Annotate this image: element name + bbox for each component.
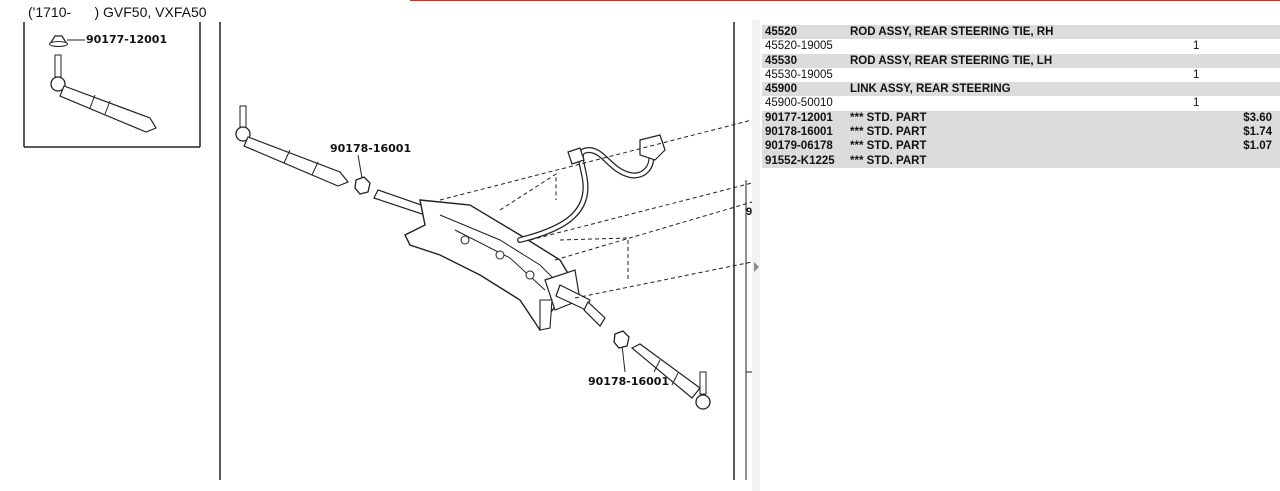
left-nut-callout: 90178-16001 xyxy=(330,142,411,155)
part-number: 90179-06178 xyxy=(765,140,833,153)
expand-arrow-icon[interactable] xyxy=(754,262,759,272)
part-number-row[interactable]: 45520-19005 1 xyxy=(762,39,1280,54)
inset-tie-rod xyxy=(50,54,157,133)
part-group-row[interactable]: 91552-K1225 *** STD. PART xyxy=(762,153,1280,168)
top-accent-line xyxy=(410,0,1280,1)
part-number-row[interactable]: 45900-50010 1 xyxy=(762,96,1280,111)
part-quantity: 1 xyxy=(1193,40,1200,53)
panel-divider[interactable] xyxy=(752,20,760,491)
part-description: *** STD. PART xyxy=(850,111,927,124)
part-number: 90177-12001 xyxy=(765,111,833,124)
part-quantity: 1 xyxy=(1193,68,1200,81)
part-group-row[interactable]: 90178-16001 *** STD. PART $1.74 xyxy=(762,125,1280,140)
part-description: *** STD. PART xyxy=(850,126,927,139)
right-nut xyxy=(613,330,630,349)
part-description: *** STD. PART xyxy=(850,140,927,153)
part-description: ROD ASSY, REAR STEERING TIE, RH xyxy=(850,26,1054,38)
page-title: ('1710- ) GVF50, VXFA50 xyxy=(28,4,207,20)
part-description: LINK ASSY, REAR STEERING xyxy=(850,83,1011,96)
steering-gear-body xyxy=(404,199,581,332)
part-group-row[interactable]: 45530 ROD ASSY, REAR STEERING TIE, LH xyxy=(762,53,1280,68)
parts-diagram: 90177-12001 90178-16001 xyxy=(23,22,753,480)
right-tie-rod xyxy=(630,343,711,410)
part-number: 91552-K1225 xyxy=(765,154,835,167)
part-price: $1.74 xyxy=(1243,126,1272,139)
wire-harness xyxy=(517,134,666,243)
part-description: ROD ASSY, REAR STEERING TIE, LH xyxy=(850,54,1053,67)
part-group-row[interactable]: 45520 ROD ASSY, REAR STEERING TIE, RH xyxy=(762,25,1280,40)
leader-lines xyxy=(439,119,753,299)
part-number-row[interactable]: 45530-19005 1 xyxy=(762,67,1280,83)
part-quantity: 1 xyxy=(1193,97,1200,110)
inset-cap-part xyxy=(48,35,69,47)
part-number: 45520-19005 xyxy=(765,40,833,53)
right-nut-callout: 90178-16001 xyxy=(588,375,669,388)
part-number: 90178-16001 xyxy=(765,126,833,139)
part-number: 45530 xyxy=(765,54,797,67)
part-price: $3.60 xyxy=(1243,111,1272,124)
part-number: 45900 xyxy=(765,83,797,96)
part-group-row[interactable]: 90179-06178 *** STD. PART $1.07 xyxy=(762,139,1280,154)
part-number: 45520 xyxy=(765,26,797,38)
part-description: *** STD. PART xyxy=(850,154,927,167)
part-number: 45530-19005 xyxy=(765,68,833,81)
part-group-row[interactable]: 45900 LINK ASSY, REAR STEERING xyxy=(762,82,1280,97)
left-nut xyxy=(354,176,371,195)
inset-callout: 90177-12001 xyxy=(86,33,167,46)
part-price: $1.07 xyxy=(1243,140,1272,153)
left-tie-rod xyxy=(235,105,349,187)
part-group-row[interactable]: 90177-12001 *** STD. PART $3.60 xyxy=(762,110,1280,126)
edge-label: 9 xyxy=(746,206,752,218)
part-number: 45900-50010 xyxy=(765,97,833,110)
